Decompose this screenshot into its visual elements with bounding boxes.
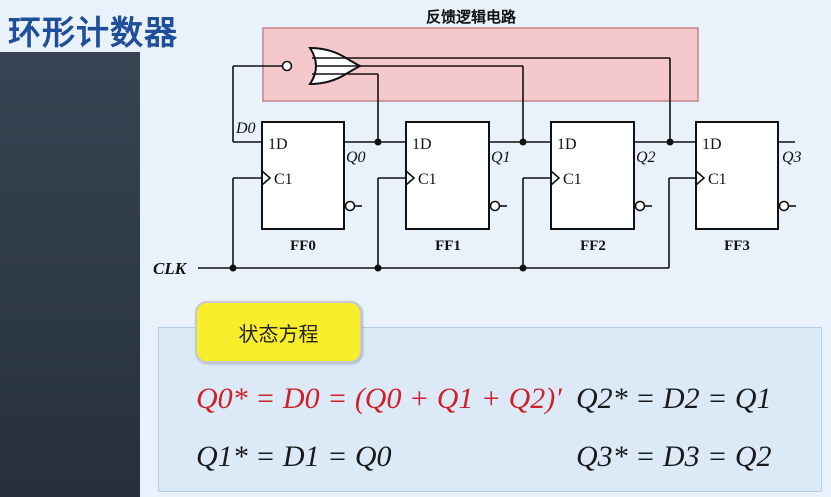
clk-input-label: C1 — [274, 171, 293, 188]
equation-q1: Q1* = D1 = Q0 — [196, 440, 392, 473]
page-title: 环形计数器 — [8, 13, 178, 52]
flipflop-ff1: 1D C1 Q1 FF1 — [405, 121, 511, 254]
feedback-logic-label: 反馈逻辑电路 — [426, 8, 517, 26]
q-output-label: Q0 — [346, 149, 366, 166]
flipflop-ff0: 1D C1 Q0 FF0 — [261, 121, 366, 254]
equation-q2: Q2* = D2 = Q1 — [576, 382, 772, 415]
flipflop-name: FF2 — [580, 238, 606, 254]
d-input-label: 1D — [412, 136, 432, 153]
background-left — [0, 0, 140, 497]
clk-input-label: C1 — [708, 171, 727, 188]
wires — [198, 57, 796, 269]
equation-q0: Q0* = D0 = (Q0 + Q1 + Q2)' — [196, 382, 562, 415]
flipflop-name: FF1 — [435, 238, 461, 254]
flipflop-ff3: 1D C1 Q3 FF3 — [695, 121, 802, 254]
clk-label: CLK — [153, 259, 188, 278]
state-equation-title: 状态方程 — [195, 301, 362, 363]
clk-input-label: C1 — [418, 171, 437, 188]
equation-q3: Q3* = D3 = Q2 — [576, 440, 772, 473]
d-input-label: 1D — [702, 136, 722, 153]
q-output-label: Q3 — [782, 149, 802, 166]
flipflop-name: FF0 — [290, 238, 316, 254]
nor-bubble — [281, 60, 293, 72]
flipflop-ff2: 1D C1 Q2 FF2 — [550, 121, 656, 254]
clk-input-label: C1 — [563, 171, 582, 188]
flipflop-name: FF3 — [724, 238, 750, 254]
ring-counter-circuit: 反馈逻辑电路 — [153, 8, 802, 278]
d-input-label: 1D — [268, 136, 288, 153]
d-input-label: 1D — [557, 136, 577, 153]
junction-dots — [229, 138, 674, 272]
d0-label: D0 — [235, 120, 256, 137]
title-backdrop — [0, 0, 215, 52]
q-output-label: Q2 — [636, 149, 656, 166]
q-output-label: Q1 — [491, 149, 511, 166]
